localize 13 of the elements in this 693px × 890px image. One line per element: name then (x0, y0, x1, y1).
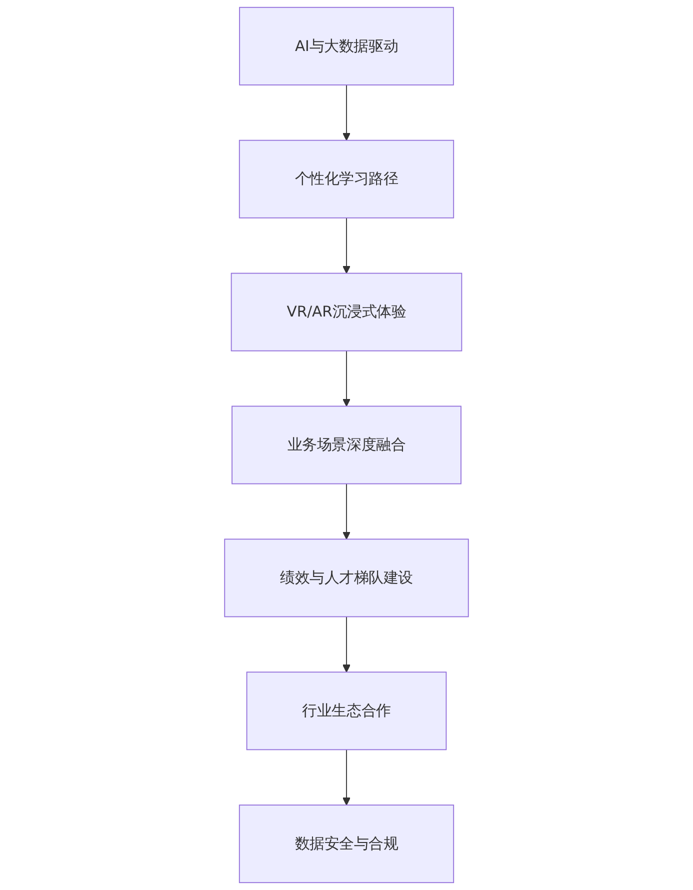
node-box: 数据安全与合规 (238, 804, 454, 884)
arrow (342, 217, 351, 274)
node-box: 业务场景深度融合 (232, 406, 462, 484)
arrow (342, 350, 351, 407)
node-box: 绩效与人才梯队建设 (224, 538, 469, 618)
arrow (342, 749, 351, 806)
node-box: VR/AR沉浸式体验 (230, 272, 462, 352)
arrow (342, 483, 351, 540)
arrow (342, 84, 351, 141)
node-box: AI与大数据驱动 (239, 6, 454, 86)
arrow (342, 616, 351, 672)
node-box: 个性化学习路径 (238, 140, 454, 218)
node-box: 行业生态合作 (246, 672, 447, 750)
